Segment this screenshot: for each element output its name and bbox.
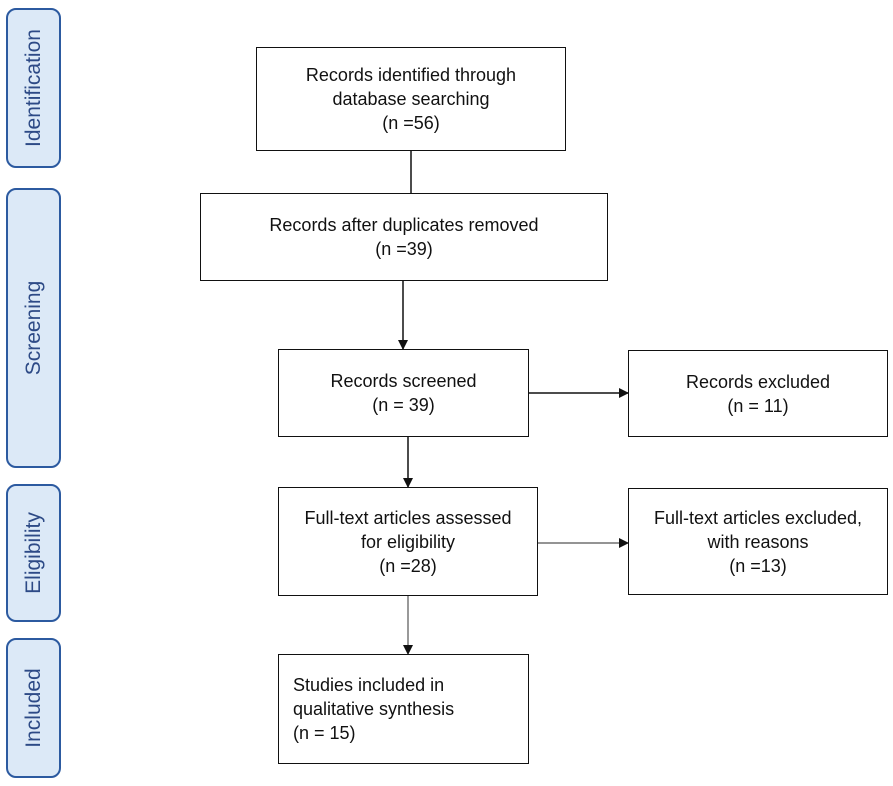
box-fulltext-excluded: Full-text articles excluded, with reason… [628, 488, 888, 595]
stage-included: Included [6, 638, 61, 778]
box-records-screened: Records screened (n = 39) [278, 349, 529, 437]
box-line: qualitative synthesis [293, 699, 455, 719]
box-line: Records excluded [685, 371, 831, 392]
box-line: Studies included in [293, 675, 445, 695]
box-count: (n = 15) [293, 723, 356, 743]
box-line: database searching [332, 89, 490, 109]
box-records-excluded: Records excluded (n = 11) [628, 350, 888, 437]
box-studies-included: Studies included in qualitative synthesi… [278, 654, 529, 764]
box-line: Records identified through [305, 65, 517, 85]
box-count: (n = 11) [727, 395, 789, 416]
box-records-identified: Records identified through database sear… [256, 47, 566, 151]
box-count: (n =13) [729, 555, 787, 576]
box-line: with reasons [707, 531, 809, 552]
box-line: Full-text articles assessed [304, 507, 512, 528]
box-count: (n =39) [375, 239, 433, 259]
box-line: Full-text articles excluded, [653, 507, 863, 528]
stage-screening: Screening [6, 188, 61, 468]
box-count: (n = 39) [372, 395, 435, 415]
box-line: Records screened [330, 371, 477, 391]
box-line: for eligibility [360, 531, 456, 552]
box-count: (n =56) [382, 113, 440, 133]
box-count: (n =28) [379, 555, 437, 576]
box-records-after-duplicates: Records after duplicates removed (n =39) [200, 193, 608, 281]
stage-eligibility: Eligibility [6, 484, 61, 622]
box-fulltext-assessed: Full-text articles assessed for eligibil… [278, 487, 538, 596]
box-line: Records after duplicates removed [269, 215, 539, 235]
stage-identification: Identification [6, 8, 61, 168]
